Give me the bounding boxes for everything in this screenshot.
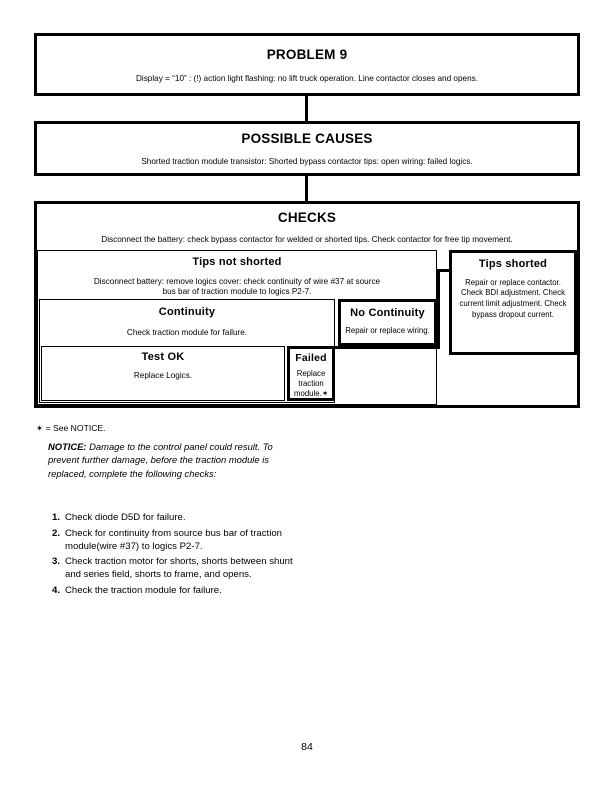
tips-not-shorted-body-line2: bus bar of traction module to logics P2-… [162, 287, 312, 297]
tips-shorted-body: Repair or replace contactor. Check BDI a… [459, 277, 567, 319]
list-item: 2. Check for continuity from source bus … [45, 527, 295, 553]
step-text: Check the traction module for failure. [65, 584, 222, 596]
test-ok-box: Test OK Replace Logics. [41, 346, 285, 401]
footnote-see-notice: ✶ = See NOTICE. [36, 423, 106, 433]
problem-title: PROBLEM 9 [266, 47, 348, 62]
list-item: 3. Check traction motor for shorts, shor… [45, 555, 295, 581]
possible-causes-title: POSSIBLE CAUSES [241, 131, 373, 146]
checks-title: CHECKS [277, 210, 337, 225]
step-text: Check traction motor for shorts, shorts … [65, 556, 293, 581]
step-number: 3. [51, 556, 60, 568]
step-number: 2. [51, 527, 60, 539]
list-item: 4. Check the traction module for failure… [45, 584, 295, 597]
connector-problem-to-causes [305, 96, 308, 121]
checks-body: Disconnect the battery: check bypass con… [101, 234, 513, 244]
connector-causes-to-checks [305, 176, 308, 201]
test-ok-title: Test OK [141, 351, 185, 363]
problem-box: PROBLEM 9 Display = “10” : (!) action li… [34, 33, 580, 96]
possible-causes-box: POSSIBLE CAUSES Shorted traction module … [34, 121, 580, 176]
tips-not-shorted-body-line1: Disconnect battery: remove logics cover:… [93, 276, 381, 286]
step-text: Check for continuity from source bus bar… [65, 527, 283, 552]
list-item: 1. Check diode D5D for failure. [45, 511, 295, 524]
tips-not-shorted-title: Tips not shorted [192, 256, 282, 268]
connector-bracket-horizontal-bottom [335, 346, 440, 349]
tips-shorted-box: Tips shorted Repair or replace contactor… [449, 250, 577, 355]
notice-label: NOTICE: [48, 441, 87, 452]
failed-body: Replace traction module.✶ [294, 369, 329, 398]
continuity-body: Check traction module for failure. [126, 327, 248, 337]
failed-box: Failed Replace traction module.✶ [287, 346, 335, 401]
connector-bracket-vertical [437, 269, 440, 349]
notice-text: Damage to the control panel could result… [48, 441, 273, 479]
no-continuity-body: Repair or replace wiring. [345, 325, 430, 335]
notice-paragraph: NOTICE: Damage to the control panel coul… [48, 440, 280, 480]
step-number: 4. [51, 584, 60, 596]
notice-steps-list: 1. Check diode D5D for failure. 2. Check… [45, 511, 295, 599]
step-text: Check diode D5D for failure. [65, 512, 186, 523]
page-number: 84 [301, 741, 313, 753]
test-ok-body: Replace Logics. [133, 370, 193, 380]
connector-bracket-horizontal-top [437, 269, 451, 272]
step-number: 1. [51, 512, 60, 523]
tips-shorted-title: Tips shorted [478, 258, 548, 270]
possible-causes-body: Shorted traction module transistor: Shor… [141, 156, 473, 166]
problem-body: Display = “10” : (!) action light flashi… [135, 73, 478, 83]
no-continuity-box: No Continuity Repair or replace wiring. [338, 299, 437, 346]
failed-title: Failed [295, 352, 327, 364]
no-continuity-title: No Continuity [350, 307, 425, 319]
continuity-title: Continuity [158, 306, 216, 318]
